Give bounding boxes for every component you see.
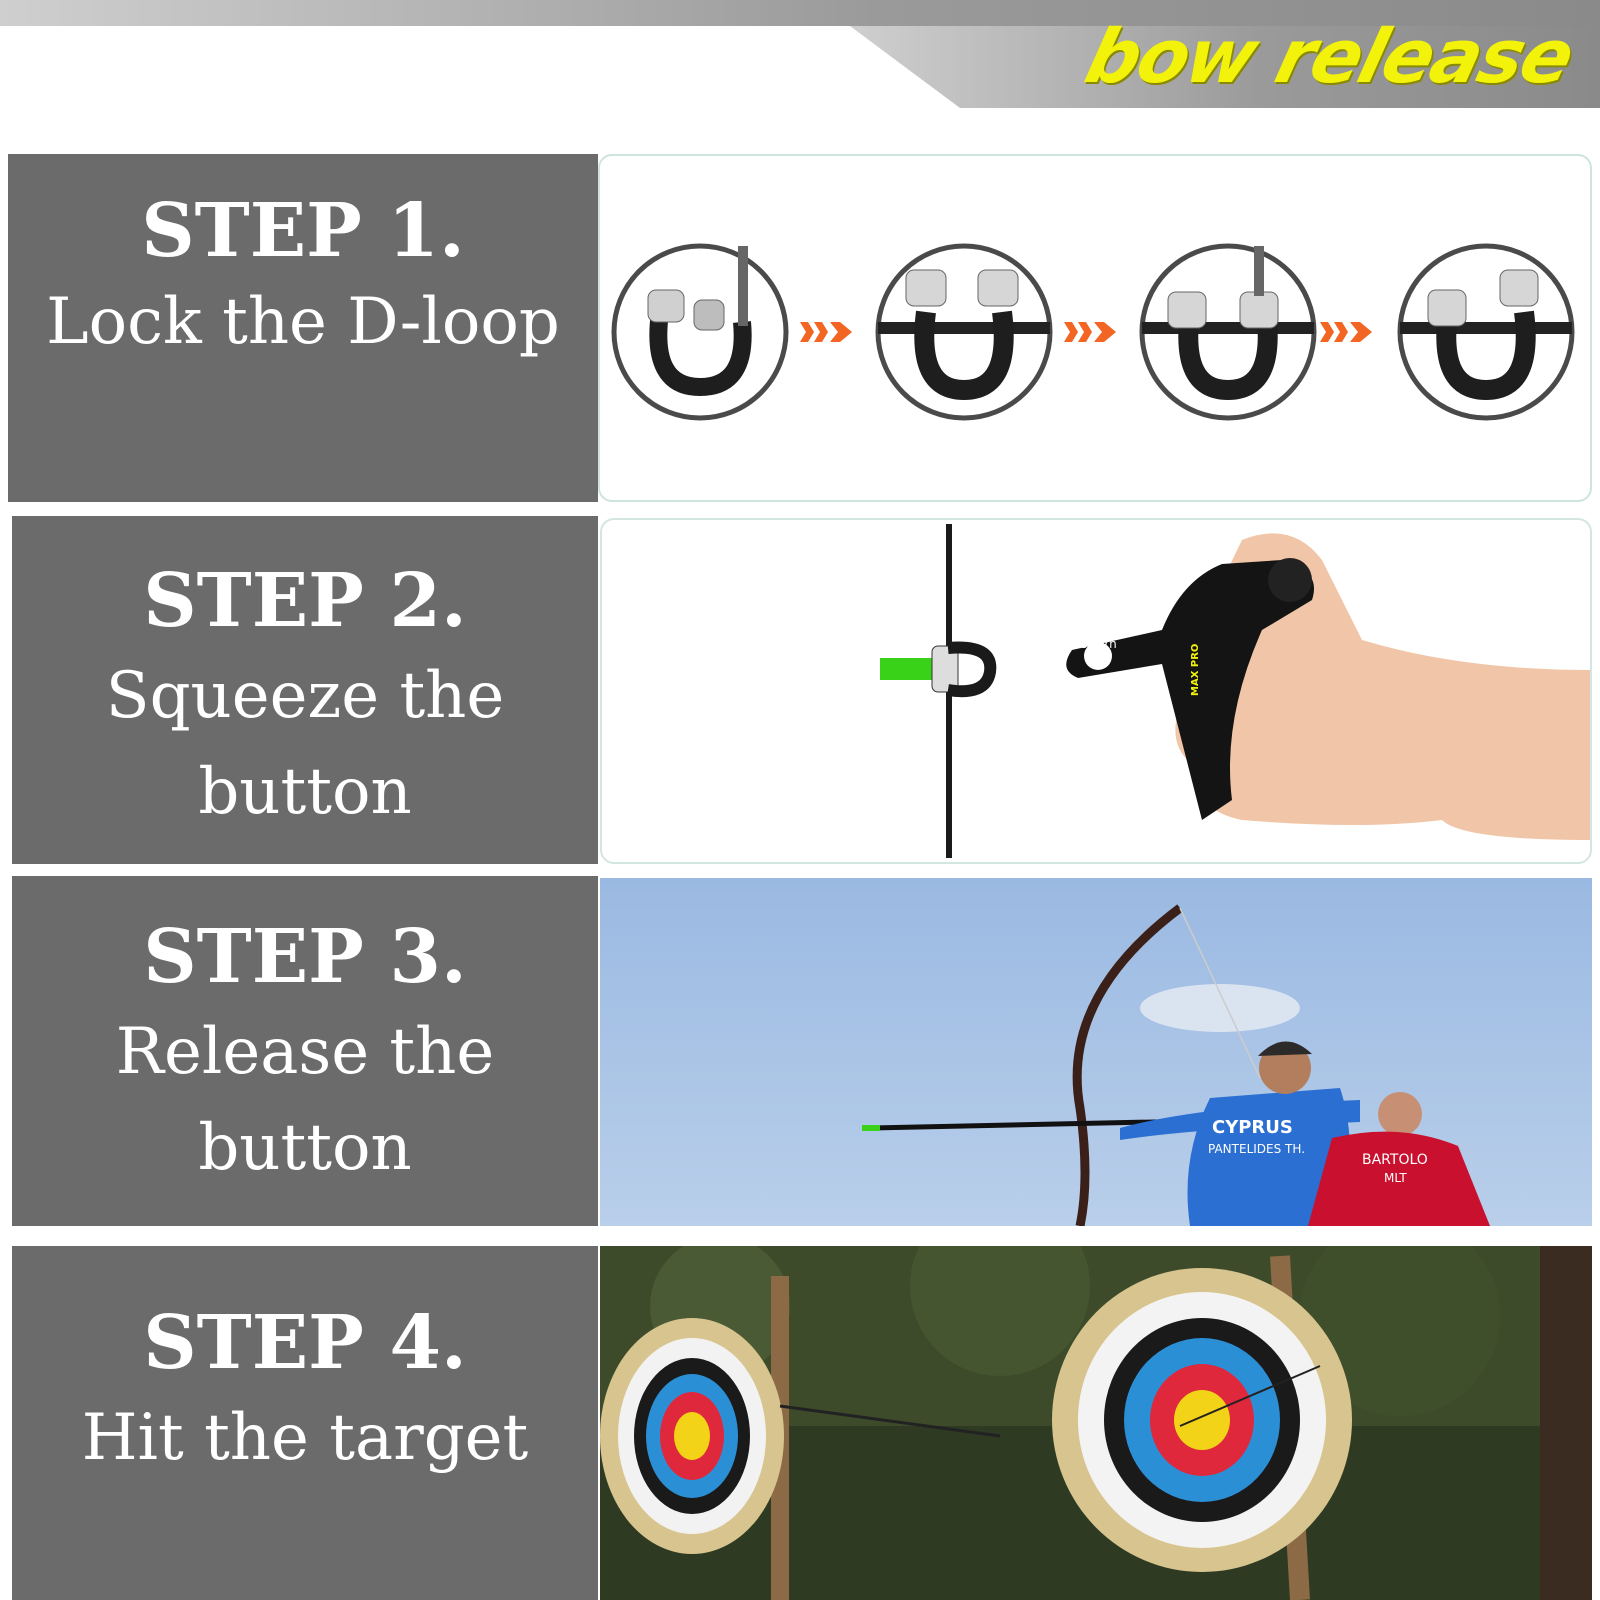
step-1-panel: STEP 1. Lock the D-loop <box>8 154 598 502</box>
step-1-text: Lock the D-loop <box>46 285 560 359</box>
header-title: bow release <box>1076 14 1581 100</box>
d-loop-circle-3 <box>1139 243 1317 421</box>
jersey-name: PANTELIDES TH. <box>1208 1142 1305 1156</box>
step-2-text: Squeeze the button <box>105 659 505 829</box>
target-large <box>1052 1268 1352 1572</box>
step-4-title: STEP 4. <box>143 1300 467 1386</box>
d-loop-circle-1 <box>611 243 789 421</box>
arrow-right-icon <box>1064 322 1116 342</box>
step-3-text: Release the button <box>115 1015 495 1185</box>
step-3-title: STEP 3. <box>143 914 467 1000</box>
brand-label: Nswern <box>1072 637 1117 651</box>
nocked-arrow <box>880 641 997 698</box>
target-small <box>600 1318 784 1554</box>
step-2-title: STEP 2. <box>143 558 467 644</box>
header-banner: bow release <box>0 0 1600 110</box>
release-device <box>1066 558 1314 820</box>
step-3-panel: STEP 3. Release the button <box>12 876 598 1226</box>
step-1-title: STEP 1. <box>141 188 465 274</box>
arrow-right-icon <box>800 322 852 342</box>
step-1-image <box>598 154 1592 502</box>
jersey-back-name: BARTOLO <box>1362 1152 1428 1168</box>
d-loop-circle-4 <box>1397 243 1575 421</box>
step-2-panel: STEP 2. Squeeze the button <box>12 516 598 864</box>
header-background <box>0 0 1600 108</box>
step-3-image: CYPRUS PANTELIDES TH. BARTOLO MLT <box>600 878 1592 1226</box>
arrow-right-icon <box>1320 322 1372 342</box>
d-loop-circle-2 <box>875 243 1053 421</box>
d-loop-sequence <box>611 243 1575 421</box>
step-2-image: Nswern MAX PRO <box>600 518 1592 864</box>
step-4-image <box>600 1246 1592 1600</box>
step-4-text: Hit the target <box>81 1401 529 1475</box>
jersey-country: CYPRUS <box>1212 1117 1293 1138</box>
release-hand-photo: Nswern MAX PRO <box>880 524 1590 858</box>
step-4-panel: STEP 4. Hit the target <box>12 1246 598 1600</box>
targets-photo <box>600 1246 1592 1600</box>
model-label: MAX PRO <box>1190 644 1201 696</box>
archer-photo: CYPRUS PANTELIDES TH. BARTOLO MLT <box>600 878 1592 1226</box>
jersey-back-country: MLT <box>1384 1171 1407 1185</box>
